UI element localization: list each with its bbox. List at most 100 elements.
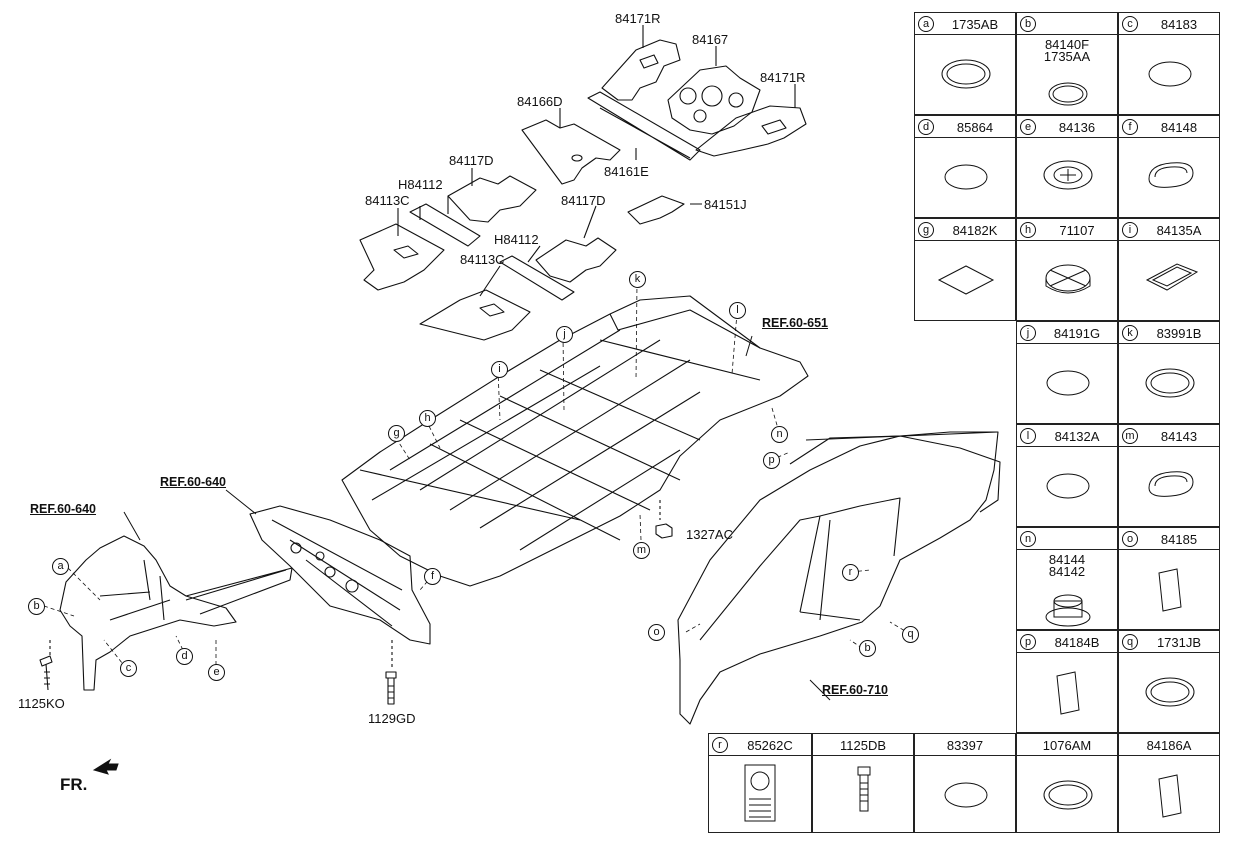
- legend-cell-header: 1125DB: [813, 734, 913, 756]
- ref-60-640-apron[interactable]: REF.60-640: [30, 502, 97, 516]
- marker-o: o: [648, 624, 665, 641]
- round-plug-icon: [1043, 780, 1093, 810]
- pad-H84112-left: [409, 203, 481, 247]
- square-pad-icon: [937, 265, 995, 295]
- legend-part-number[interactable]: 84182K: [952, 223, 998, 238]
- ref-60-651[interactable]: REF.60-651: [762, 316, 829, 330]
- legend-part-number[interactable]: 84183: [1160, 17, 1198, 32]
- legend-cell-header: p 84184B: [1017, 631, 1117, 653]
- legend-part-number[interactable]: 1735AB: [951, 17, 999, 32]
- callout-1327AC: 1327AC: [686, 527, 733, 542]
- front-label: FR.: [60, 775, 88, 794]
- legend-part-number[interactable]: 84136: [1058, 120, 1096, 135]
- pad-84171R-right: [695, 105, 807, 157]
- legend-part-number[interactable]: 84191G: [1053, 326, 1101, 341]
- legend-sub-part-number[interactable]: 84140F: [1044, 37, 1090, 52]
- cross-plug-icon: [1045, 264, 1091, 294]
- legend-part-number[interactable]: 84143: [1160, 429, 1198, 444]
- legend-part-number[interactable]: 1076AM: [1042, 738, 1092, 753]
- legend-part-number[interactable]: 85262C: [747, 738, 793, 753]
- callout-84167: 84167: [692, 32, 729, 47]
- legend-letter: n: [1020, 531, 1036, 547]
- pad-84167: [667, 65, 761, 135]
- bolt-1129GD: [385, 671, 397, 705]
- legend-cell-header: 1076AM: [1017, 734, 1117, 756]
- callout-84117D-left: 84117D: [449, 153, 494, 168]
- legend-cell: p 84184B: [1016, 630, 1118, 733]
- legend-cell-header: 84186A: [1119, 734, 1219, 756]
- callout-84151J: 84151J: [704, 197, 747, 212]
- callout-84171R-top: 84171R: [615, 11, 661, 26]
- ref-60-640-dash[interactable]: REF.60-640: [160, 475, 227, 489]
- legend-part-number[interactable]: 84148: [1160, 120, 1198, 135]
- legend-cell-header: n: [1017, 528, 1117, 550]
- legend-part-number[interactable]: 84185: [1160, 532, 1198, 547]
- legend-part-number[interactable]: 84184B: [1054, 635, 1100, 650]
- legend-part-number[interactable]: 84186A: [1146, 738, 1192, 753]
- legend-cell: 84186A: [1118, 733, 1220, 833]
- legend-part-number[interactable]: 1731JB: [1156, 635, 1202, 650]
- legend-sub-part-number[interactable]: 1735AA: [1043, 49, 1091, 64]
- round-plug-icon: [1145, 368, 1195, 398]
- flat-oval-plug-icon: [1046, 370, 1090, 396]
- callout-H84112-right: H84112: [494, 232, 539, 247]
- legend-letter: b: [1020, 16, 1036, 32]
- legend-part-number[interactable]: 71107: [1059, 223, 1095, 238]
- legend-sub-part-number[interactable]: 84142: [1048, 564, 1086, 579]
- callout-1129GD: 1129GD: [368, 711, 416, 726]
- flat-oval-plug-icon: [944, 782, 988, 808]
- legend-part-number[interactable]: 83397: [946, 738, 984, 753]
- legend-part-number[interactable]: 83991B: [1156, 326, 1202, 341]
- legend-cell-header: b: [1017, 13, 1117, 35]
- legend-part-number[interactable]: 84132A: [1054, 429, 1100, 444]
- marker-p: p: [763, 452, 780, 469]
- legend-letter: f: [1122, 119, 1138, 135]
- legend-part-number[interactable]: 85864: [956, 120, 994, 135]
- callout-84161E: 84161E: [604, 164, 649, 179]
- pad-84171R-top: [601, 39, 681, 101]
- legend-cell: 1076AM: [1016, 733, 1118, 833]
- pad-84166D: [521, 119, 621, 185]
- front-direction-arrow: [92, 758, 119, 775]
- marker-e: e: [208, 664, 225, 681]
- pad-84113C-right: [419, 289, 531, 341]
- callout-1125KO: 1125KO: [18, 696, 65, 711]
- pad-84113C-left: [359, 223, 445, 291]
- legend-part-number[interactable]: 1125DB: [839, 738, 886, 753]
- small-round-plug-icon: [1048, 82, 1088, 106]
- legend-letter: p: [1020, 634, 1036, 650]
- round-plug-icon: [1145, 677, 1195, 707]
- callout-84171R-right: 84171R: [760, 70, 806, 85]
- legend-sub-part-number[interactable]: 84144: [1048, 552, 1086, 567]
- legend-cell: 83397: [914, 733, 1016, 833]
- pad-84161E: [587, 91, 701, 161]
- warning-label-icon: [744, 764, 776, 822]
- legend-cell: 1125DB: [812, 733, 914, 833]
- marker-i: i: [491, 361, 508, 378]
- legend-cell-header: f 84148: [1119, 116, 1219, 138]
- pad-84151J: [627, 195, 685, 225]
- callout-84113C-left: 84113C: [365, 193, 410, 208]
- legend-part-number[interactable]: 84135A: [1156, 223, 1202, 238]
- nut-1327AC: [655, 523, 673, 539]
- ref-60-710[interactable]: REF.60-710: [822, 683, 889, 697]
